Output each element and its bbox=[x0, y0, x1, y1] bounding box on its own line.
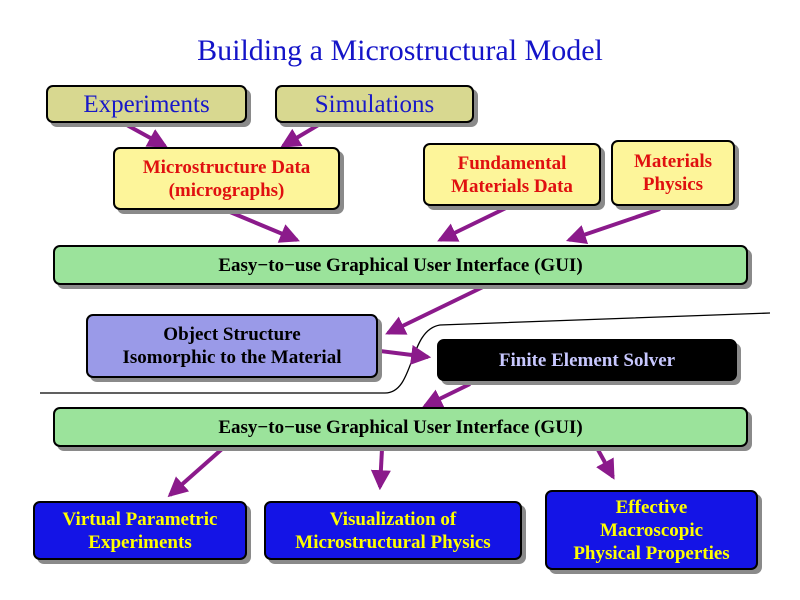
gui-bottom-label: Easy−to−use Graphical User Interface (GU… bbox=[218, 416, 583, 438]
arrow-gui-to-visualization bbox=[370, 448, 391, 491]
arrow-microstructure-to-gui bbox=[229, 210, 300, 243]
virtual-experiments-box: Virtual Parametric Experiments bbox=[33, 501, 247, 560]
object-structure-label: Object Structure Isomorphic to the Mater… bbox=[122, 324, 342, 368]
object-structure-box: Object Structure Isomorphic to the Mater… bbox=[86, 314, 378, 378]
arrow-gui-to-effective bbox=[595, 447, 615, 480]
gui-top-label: Easy−to−use Graphical User Interface (GU… bbox=[218, 254, 583, 276]
arrow-physics-to-gui bbox=[565, 207, 661, 245]
page-title: Building a Microstructural Model bbox=[197, 34, 603, 67]
arrow-solver-to-gui bbox=[422, 382, 471, 408]
solver-box: Finite Element Solver bbox=[437, 339, 737, 381]
fundamental-data-label: Fundamental Materials Data bbox=[451, 152, 573, 197]
materials-physics-box: Materials Physics bbox=[611, 140, 735, 206]
visualization-box: Visualization of Microstructural Physics bbox=[264, 501, 522, 560]
simulations-box: Simulations bbox=[275, 85, 474, 123]
gui-bottom-box: Easy−to−use Graphical User Interface (GU… bbox=[53, 407, 748, 447]
arrow-simulations-to-microstructure bbox=[280, 122, 322, 148]
experiments-box: Experiments bbox=[46, 85, 247, 123]
effective-properties-box: Effective Macroscopic Physical Propertie… bbox=[545, 490, 758, 570]
microstructure-data-label: Microstructure Data (micrographs) bbox=[142, 156, 311, 201]
arrow-fundamental-to-gui bbox=[437, 205, 509, 242]
arrow-gui-to-virtual bbox=[167, 447, 224, 498]
arrow-gui-to-object bbox=[385, 284, 486, 335]
virtual-experiments-label: Virtual Parametric Experiments bbox=[62, 508, 218, 553]
solver-label: Finite Element Solver bbox=[498, 349, 676, 371]
arrow-experiments-to-microstructure bbox=[124, 122, 168, 148]
materials-physics-label: Materials Physics bbox=[633, 151, 713, 195]
experiments-label: Experiments bbox=[83, 90, 210, 118]
simulations-label: Simulations bbox=[314, 90, 435, 118]
fundamental-data-box: Fundamental Materials Data bbox=[423, 143, 601, 206]
effective-properties-label: Effective Macroscopic Physical Propertie… bbox=[573, 496, 730, 564]
microstructure-data-box: Microstructure Data (micrographs) bbox=[113, 147, 340, 210]
arrow-object-to-solver bbox=[379, 344, 432, 365]
gui-top-box: Easy−to−use Graphical User Interface (GU… bbox=[53, 245, 748, 285]
visualization-label: Visualization of Microstructural Physics bbox=[295, 508, 491, 553]
